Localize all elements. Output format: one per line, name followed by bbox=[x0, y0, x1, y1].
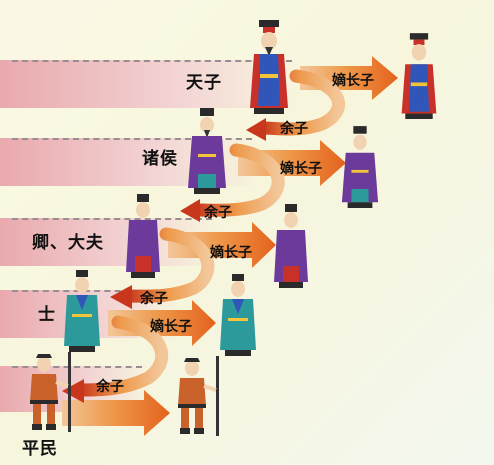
eldest-son-label-3: 嫡长子 bbox=[210, 245, 252, 261]
rank-label-vassal-lords: 诸侯 bbox=[142, 149, 178, 169]
other-sons-arrowhead-1 bbox=[246, 118, 266, 141]
eldest-son-arrow-2 bbox=[238, 140, 346, 186]
other-sons-label-4: 余子 bbox=[96, 379, 124, 395]
other-sons-curve-1 bbox=[255, 69, 345, 136]
eldest-son-label-2: 嫡长子 bbox=[280, 161, 322, 177]
band-emperor bbox=[0, 60, 300, 108]
heir-commoner-figure-illustration bbox=[178, 356, 219, 436]
other-sons-arrowhead-3 bbox=[110, 285, 132, 309]
heir-scholar-figure-illustration bbox=[220, 274, 256, 356]
band-line-emperor bbox=[12, 60, 292, 62]
other-sons-label-2: 余子 bbox=[204, 205, 232, 221]
vassal-lord-figure-illustration bbox=[188, 108, 226, 194]
rank-label-scholars: 士 bbox=[38, 305, 56, 325]
band-line-ministers bbox=[12, 218, 212, 220]
rank-label-ministers: 卿、大夫 bbox=[32, 233, 104, 253]
band-line-scholars bbox=[12, 290, 172, 292]
commoner-figure-illustration bbox=[30, 352, 71, 432]
eldest-son-label-1: 嫡长子 bbox=[332, 73, 374, 89]
emperor-figure-illustration bbox=[250, 20, 288, 114]
rank-label-emperor: 天子 bbox=[186, 73, 222, 93]
commoner-arrow bbox=[62, 390, 170, 436]
scholar-figure-illustration bbox=[64, 270, 100, 352]
band-line-commoners bbox=[12, 366, 142, 368]
band-line-vassal-lords bbox=[12, 138, 252, 140]
other-sons-arrowhead-2 bbox=[180, 199, 200, 222]
eldest-son-arrow-3 bbox=[168, 222, 276, 268]
eldest-son-arrow-4 bbox=[108, 300, 216, 346]
heir-minister-figure-illustration bbox=[274, 204, 308, 288]
other-sons-curve-4 bbox=[73, 315, 169, 397]
heir-vassal-lord-figure-illustration bbox=[341, 126, 379, 208]
other-sons-curve-2 bbox=[189, 143, 285, 217]
other-sons-label-3: 余子 bbox=[140, 291, 168, 307]
rank-label-commoners: 平民 bbox=[22, 439, 58, 459]
eldest-son-label-4: 嫡长子 bbox=[150, 319, 192, 335]
heir-emperor-figure-illustration bbox=[401, 33, 437, 119]
other-sons-curve-3 bbox=[121, 227, 215, 303]
other-sons-arrowhead-4 bbox=[62, 379, 84, 403]
other-sons-label-1: 余子 bbox=[280, 121, 308, 137]
minister-figure-illustration bbox=[126, 194, 160, 278]
